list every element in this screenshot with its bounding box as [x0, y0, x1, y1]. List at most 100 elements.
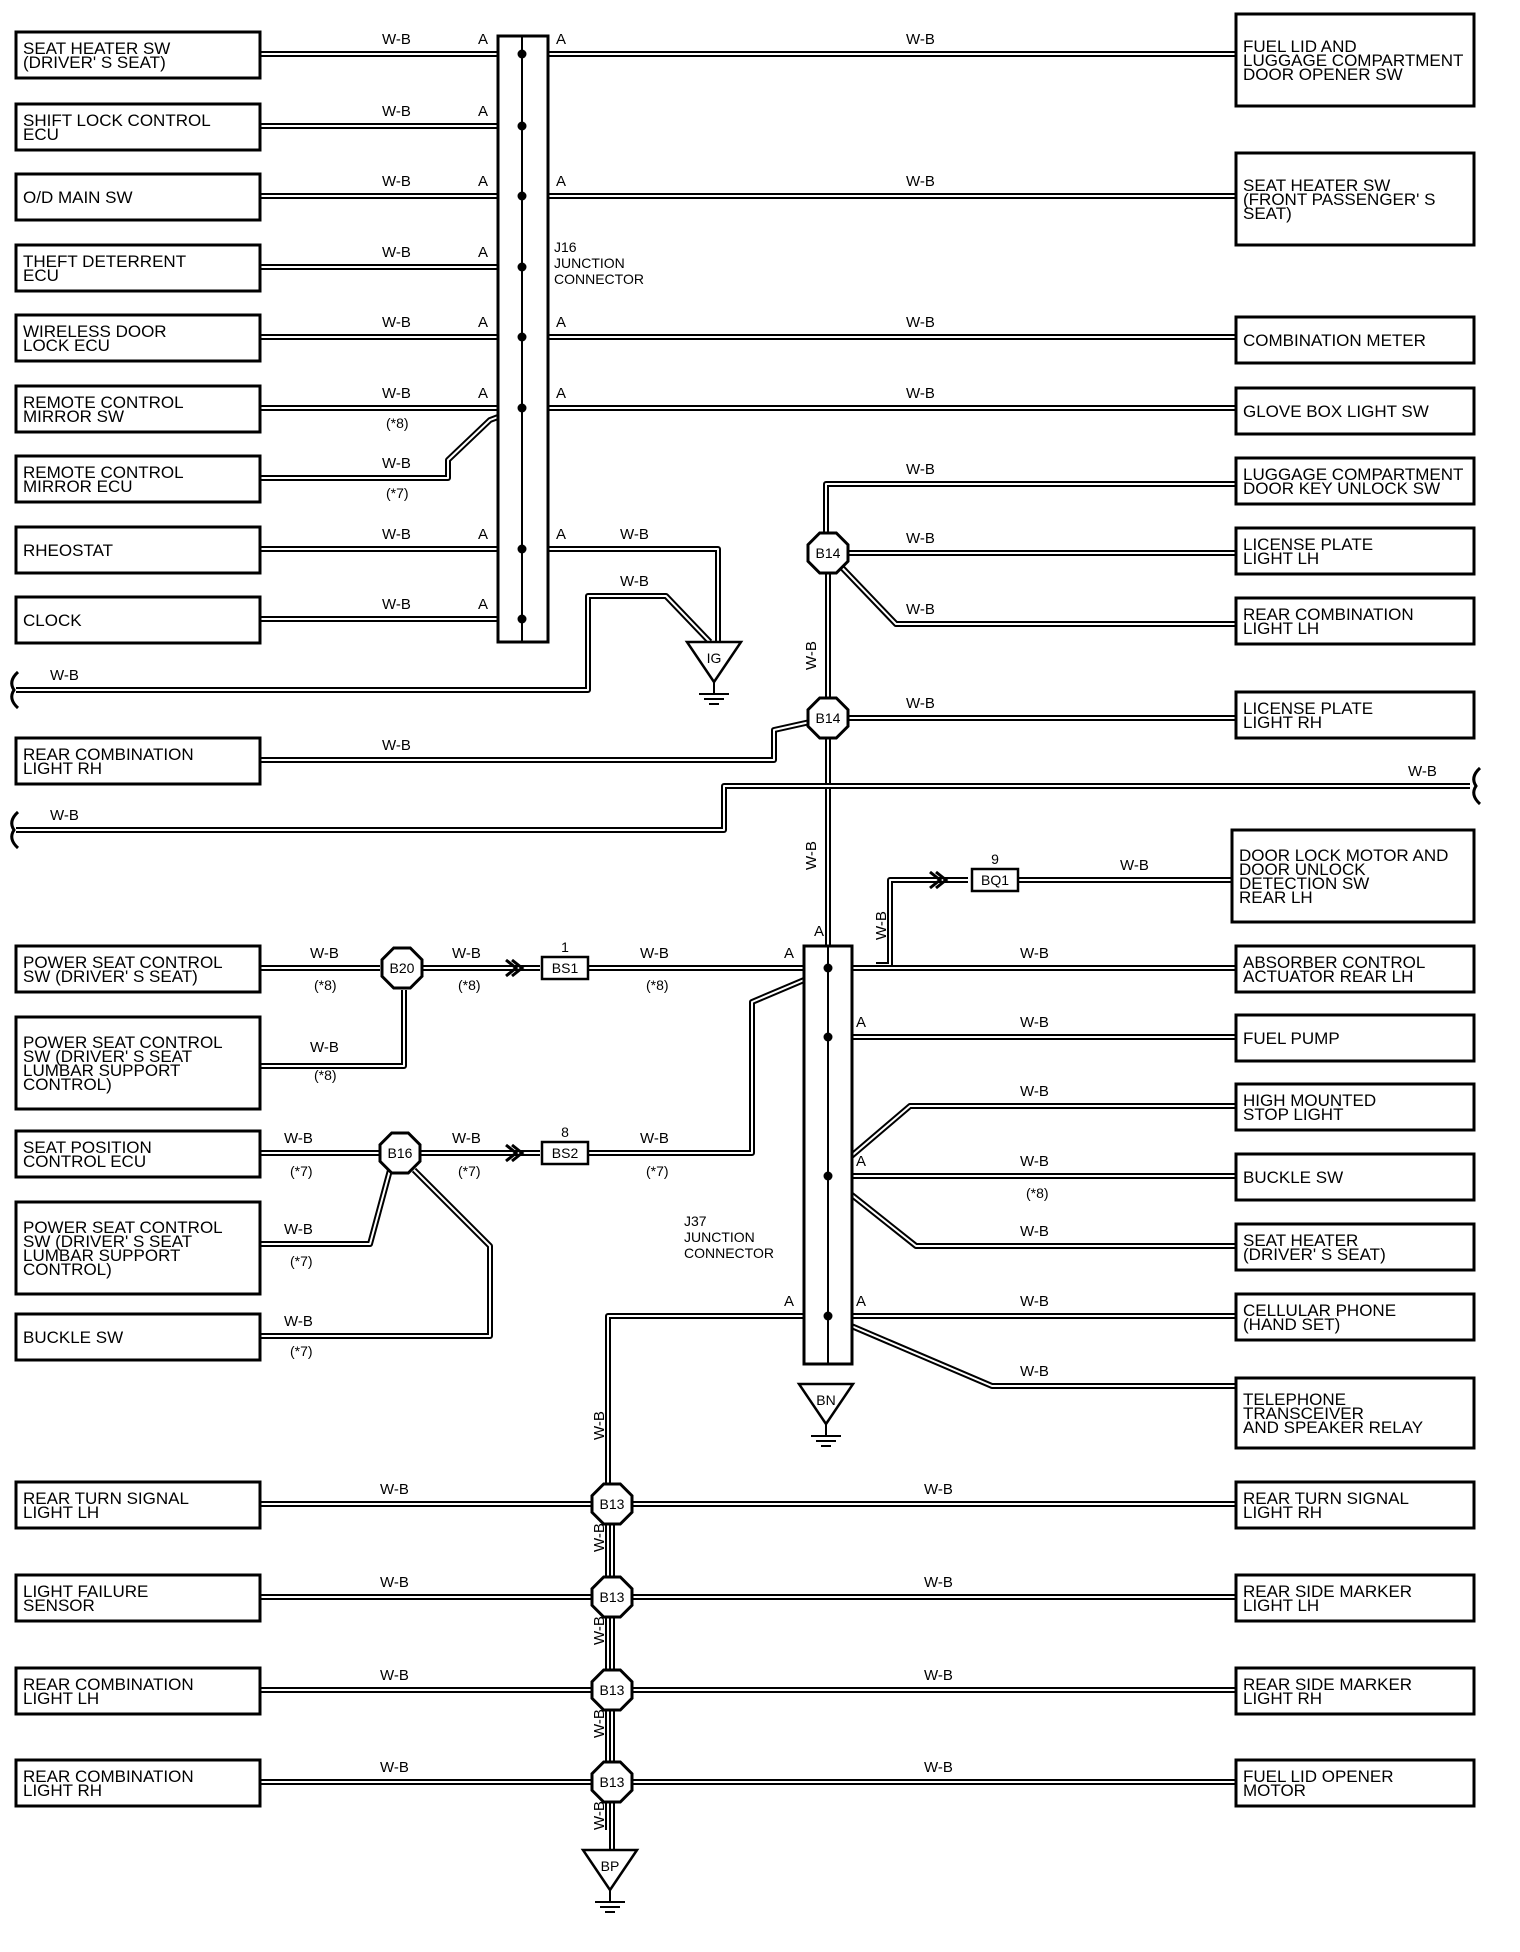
component-shift_lock-text: ECU — [23, 125, 59, 144]
splice-b13-shape — [590, 1760, 634, 1804]
wire-rear_comb_lh_r-core — [827, 552, 1236, 625]
component-cell_phone-text: (HAND SET) — [1243, 1315, 1340, 1334]
terminal-label: A — [556, 385, 566, 402]
wire-color-label: W-B — [924, 1667, 953, 1684]
component-ps_lumbar_7-frame — [14, 1200, 262, 1296]
component-high_stop-text: STOP LIGHT — [1243, 1105, 1343, 1124]
component-od_main-text: O/D MAIN SW — [23, 188, 133, 207]
component-seat_heater_drv-text: (DRIVER' S SEAT) — [23, 53, 166, 72]
wire-color-label: W-B — [640, 945, 669, 962]
note-label: (*8) — [646, 977, 669, 993]
terminal-label: A — [856, 1153, 866, 1170]
junction-j37-label: J37 — [684, 1213, 707, 1229]
splice-b13-shape — [590, 1668, 634, 1712]
component-rear_comb_rh_2-text: REAR COMBINATION — [23, 1767, 194, 1786]
terminal-label: A — [478, 314, 488, 331]
splice-b14-upper-shape — [806, 531, 850, 575]
arrow-bs2 — [505, 1143, 519, 1163]
component-rear_turn_rh-text: REAR TURN SIGNAL — [1243, 1489, 1409, 1508]
component-seat_pos_ecu-frame — [14, 1129, 262, 1179]
component-rear_comb_rh_2-frame — [14, 1758, 262, 1808]
note-label: (*8) — [314, 977, 337, 993]
component-ps_lumbar_8-frame — [14, 1015, 262, 1111]
note-label: (*7) — [290, 1343, 313, 1359]
wire-color-label: W-B — [382, 103, 411, 120]
wire-color-label: W-B — [591, 1616, 608, 1645]
ground-bp: BP — [580, 1848, 640, 1913]
wires — [16, 51, 1470, 1850]
splice-b13: B13 — [590, 1668, 634, 1712]
component-lic_lh-text: LIGHT LH — [1243, 549, 1319, 568]
component-ps_lumbar_7-text: CONTROL) — [23, 1260, 112, 1279]
note-label: (*7) — [386, 485, 409, 501]
component-lic_rh-text: LIGHT RH — [1243, 713, 1322, 732]
junction-dot — [517, 332, 527, 342]
wire-color-label: W-B — [1020, 1153, 1049, 1170]
wire-long-brace-core — [16, 785, 1470, 831]
splice-b14-lower: B14 — [806, 696, 850, 740]
component-cell_phone: CELLULAR PHONE(HAND SET) — [1234, 1292, 1476, 1342]
wire-rear_comb_rh_1 — [260, 715, 829, 763]
component-rc_mirror_sw-frame — [14, 384, 262, 434]
wire-color-label: W-B — [382, 385, 411, 402]
component-rear_comb_rh_1-frame — [14, 736, 262, 786]
wire-color-label: W-B — [284, 1221, 313, 1238]
terminal-label: A — [814, 923, 824, 940]
wire-color-label: W-B — [284, 1130, 313, 1147]
component-fuel_lid_lug-text: LUGGAGE COMPARTMENT — [1243, 51, 1463, 70]
component-rear_turn_lh-frame — [14, 1480, 262, 1530]
wire-color-label: W-B — [924, 1759, 953, 1776]
note-label: (*7) — [290, 1163, 313, 1179]
connector-bq1-pin: 9 — [991, 851, 999, 867]
terminal-label: A — [556, 31, 566, 48]
wire-color-label: W-B — [906, 461, 935, 478]
ground-ig: IG — [684, 640, 744, 705]
component-fuel_pump-text: FUEL PUMP — [1243, 1029, 1340, 1048]
note-label: (*8) — [386, 415, 409, 431]
note-label: (*7) — [290, 1253, 313, 1269]
component-lug_key-text: LUGGAGE COMPARTMENT — [1243, 465, 1463, 484]
component-rear_comb_lh-frame — [14, 1666, 262, 1716]
wire-color-label: W-B — [310, 1039, 339, 1056]
component-ps_ctrl_drv-text: POWER SEAT CONTROL — [23, 953, 223, 972]
component-cell_phone-frame — [1234, 1292, 1476, 1342]
junction-dot — [517, 191, 527, 201]
arrow-bs1 — [511, 958, 525, 978]
component-ps_lumbar_7-text: POWER SEAT CONTROL — [23, 1218, 223, 1237]
component-telephone-text: AND SPEAKER RELAY — [1243, 1418, 1423, 1437]
wire-ps_lumbar_7-core — [260, 1169, 391, 1245]
wire-color-label: W-B — [380, 1667, 409, 1684]
wire-color-label: W-B — [591, 1801, 608, 1830]
component-buckle_r-text: BUCKLE SW — [1243, 1168, 1343, 1187]
component-rear_turn_lh-text: REAR TURN SIGNAL — [23, 1489, 189, 1508]
wire-ps_lumbar_7 — [260, 1169, 393, 1247]
wire-color-label: W-B — [1020, 1223, 1049, 1240]
terminal-label: A — [478, 596, 488, 613]
wire-rheostat-ig-core — [522, 548, 719, 642]
component-rear_side_rh-frame — [1234, 1666, 1476, 1716]
component-rear_comb_rh_2-text: LIGHT RH — [23, 1781, 102, 1800]
component-rear_side_lh-text: REAR SIDE MARKER — [1243, 1582, 1412, 1601]
wire-color-label: W-B — [803, 641, 820, 670]
splice-b14-lower-label: B14 — [816, 710, 841, 726]
component-lic_rh-frame — [1234, 690, 1476, 740]
component-rheostat-text: RHEOSTAT — [23, 541, 113, 560]
component-clock: CLOCK — [14, 595, 262, 645]
component-glove_box-text: GLOVE BOX LIGHT SW — [1243, 402, 1429, 421]
component-theft-text: THEFT DETERRENT — [23, 252, 186, 271]
terminal-label: A — [856, 1014, 866, 1031]
wire-color-label: W-B — [924, 1574, 953, 1591]
component-seat_heater_drv-text: SEAT HEATER SW — [23, 39, 170, 58]
splice-b16-label: B16 — [388, 1145, 413, 1161]
splice-b16: B16 — [378, 1131, 422, 1175]
wire-color-label: W-B — [906, 601, 935, 618]
splice-b13-shape — [590, 1482, 634, 1526]
